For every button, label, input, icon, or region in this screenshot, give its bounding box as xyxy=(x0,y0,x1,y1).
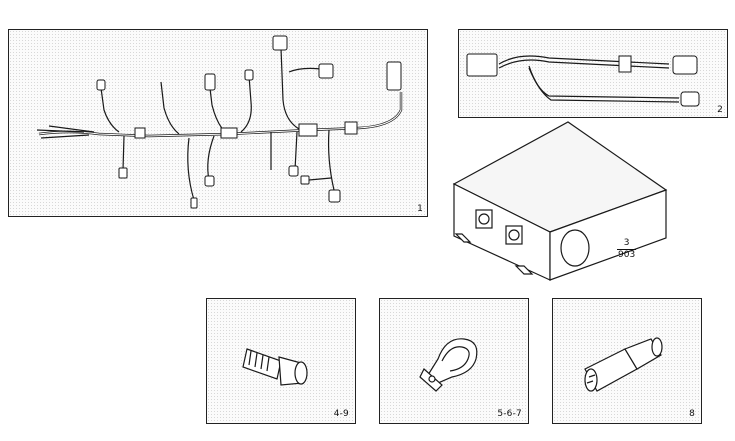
bolt-drawing xyxy=(242,348,308,386)
panel-main-harness: 1 xyxy=(8,29,428,217)
callout-control-box: 3 903 xyxy=(617,238,637,261)
callout-extension-cable: 2 xyxy=(717,105,723,115)
callout-connector: 8 xyxy=(689,409,695,419)
callout-harness: 1 xyxy=(417,204,423,214)
panel-bolt: 4-9 xyxy=(206,298,356,424)
cable-drawing xyxy=(466,53,700,107)
callout-control-box-top: 3 xyxy=(623,238,630,248)
panel-extension-cable: 2 xyxy=(458,29,728,118)
clamp-drawing xyxy=(419,338,478,392)
connector-drawing xyxy=(584,337,663,392)
callout-control-box-bottom: 903 xyxy=(617,249,637,260)
control-box-drawing xyxy=(452,121,668,281)
panel-connector: 8 xyxy=(552,298,702,424)
harness-drawing xyxy=(36,35,403,209)
callout-bolt: 4-9 xyxy=(333,409,349,419)
callout-clamp: 5-6-7 xyxy=(497,409,522,419)
panel-clamp: 5-6-7 xyxy=(379,298,529,424)
